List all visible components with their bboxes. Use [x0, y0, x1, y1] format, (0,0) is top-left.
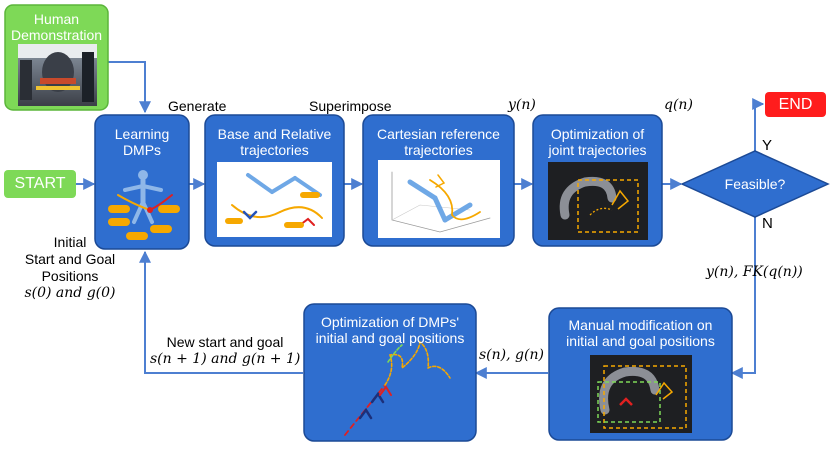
opt-joint-title: Optimization of joint trajectories: [533, 126, 662, 158]
learning-dmps-title: Learning DMPs: [95, 126, 189, 158]
initial-positions-label: Initial Start and Goal Positions s(0) an…: [4, 234, 136, 302]
human-demonstration-box: [4, 4, 109, 111]
human-demonstration-title: Human Demonstration: [5, 11, 108, 43]
arrow-optdmp-to-learning: [139, 250, 303, 374]
feasible-label: Feasible?: [724, 176, 786, 192]
opt-dmp-box: [303, 303, 477, 442]
base-relative-image: [217, 162, 332, 237]
new-start-line1: New start and goal: [166, 334, 284, 350]
manual-modification-line1: Manual modification on: [568, 317, 713, 333]
dmp-skeleton-illustration: [117, 170, 173, 224]
yn-label: y(n): [508, 97, 536, 113]
cartesian-line1: Cartesian reference: [377, 126, 500, 142]
cartesian-box: [362, 114, 515, 247]
new-start-line2: s(n + 1) and g(n + 1): [150, 351, 301, 367]
end-node: END: [778, 95, 813, 113]
human-demonstration-text: Human Demonstration: [10, 11, 103, 43]
base-relative-illustration: [225, 173, 323, 228]
learning-dmps-line1: Learning: [114, 126, 170, 142]
opt-joint-line2: joint trajectories: [548, 142, 647, 158]
dmp-tags: [108, 205, 180, 240]
yes-label: Y: [762, 137, 773, 154]
opt-dmp-line2: initial and goal positions: [315, 330, 465, 346]
arrow-human-to-learning: [108, 61, 151, 114]
base-relative-box: [204, 114, 345, 247]
base-relative-line2: trajectories: [240, 142, 309, 158]
fk-label: y(n), FK(q(n)): [706, 264, 803, 280]
sn-gn-label: s(n), g(n): [479, 347, 544, 363]
end-node-shape: [765, 92, 826, 117]
cartesian-illustration: [391, 171, 491, 233]
initial-line3: Positions: [41, 268, 99, 284]
arrow-feasible-to-end: [752, 98, 765, 151]
initial-line4: s(0) and g(0): [24, 285, 116, 301]
opt-joint-line1: Optimization of: [550, 126, 645, 142]
opt-joint-illustration: [559, 176, 639, 233]
start-node: START: [14, 175, 66, 192]
qn-label: q(n): [664, 97, 693, 113]
connectors: [76, 61, 765, 379]
opt-dmp-line1: Optimization of DMPs': [320, 314, 460, 330]
start-node-shape: [4, 170, 76, 198]
initial-line1: Initial: [53, 234, 87, 250]
learning-dmps-line2: DMPs: [122, 142, 162, 158]
cartesian-line2: trajectories: [404, 142, 473, 158]
manual-modification-title: Manual modification on initial and goal …: [549, 317, 732, 349]
no-label: N: [762, 215, 773, 232]
cartesian-title: Cartesian reference trajectories: [363, 126, 514, 158]
manual-modification-box: [548, 307, 733, 441]
base-relative-line1: Base and Relative: [217, 126, 332, 142]
manual-modification-illustration: [597, 365, 687, 429]
opt-dmp-illustration: [344, 340, 451, 436]
cartesian-plot-image: [378, 160, 500, 238]
opt-dmp-title: Optimization of DMPs' initial and goal p…: [304, 314, 476, 346]
arrow-feasible-to-manual: [730, 217, 756, 379]
new-start-goal-label: New start and goal s(n + 1) and g(n + 1): [150, 334, 300, 368]
base-relative-title: Base and Relative trajectories: [205, 126, 344, 158]
generate-label: Generate: [168, 98, 227, 114]
manual-modification-line2: initial and goal positions: [566, 333, 715, 349]
opt-joint-box: [532, 114, 663, 247]
feasible-diamond: [680, 150, 830, 218]
initial-line2: Start and Goal: [24, 251, 116, 267]
superimpose-label: Superimpose: [309, 98, 392, 114]
learning-dmps-box: [94, 114, 190, 250]
